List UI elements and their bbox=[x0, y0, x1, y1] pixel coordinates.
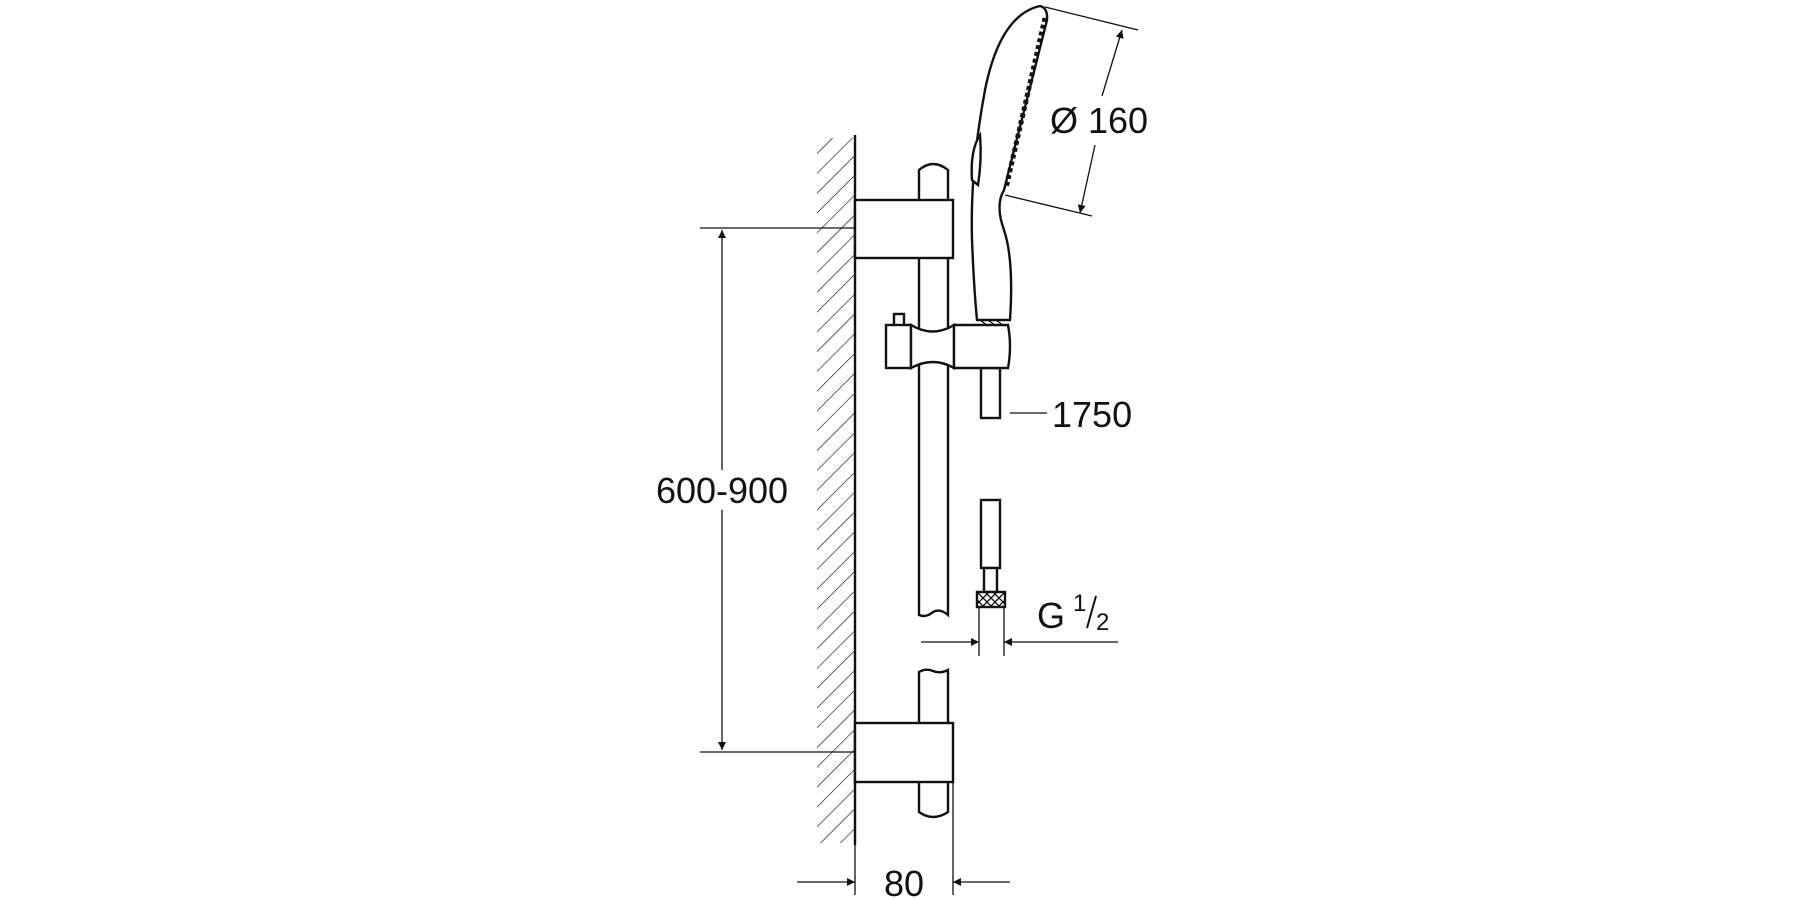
head-diameter-label: Ø 160 bbox=[1050, 100, 1148, 141]
thread-denominator: 2 bbox=[1096, 609, 1109, 636]
shower-hose bbox=[975, 366, 1007, 609]
dimension-wall-offset: 80 bbox=[797, 782, 1010, 900]
dimension-hose: 1750 bbox=[1010, 394, 1132, 435]
upper-wall-bracket bbox=[853, 198, 955, 260]
shower-rail bbox=[917, 162, 950, 819]
thread-g-label: G bbox=[1037, 595, 1065, 636]
rail-slider bbox=[884, 312, 1012, 371]
lower-wall-bracket bbox=[853, 721, 955, 784]
dimension-head-diameter: Ø 160 bbox=[1004, 6, 1148, 217]
dimension-rail-range: 600-900 bbox=[656, 227, 855, 753]
hose-length-label: 1750 bbox=[1052, 394, 1132, 435]
wall-offset-label: 80 bbox=[884, 863, 924, 900]
rail-range-label: 600-900 bbox=[656, 470, 788, 511]
hand-shower bbox=[970, 4, 1049, 322]
dimension-thread: G 1 2 bbox=[921, 590, 1118, 656]
wall bbox=[817, 135, 857, 845]
thread-numerator: 1 bbox=[1073, 590, 1086, 617]
